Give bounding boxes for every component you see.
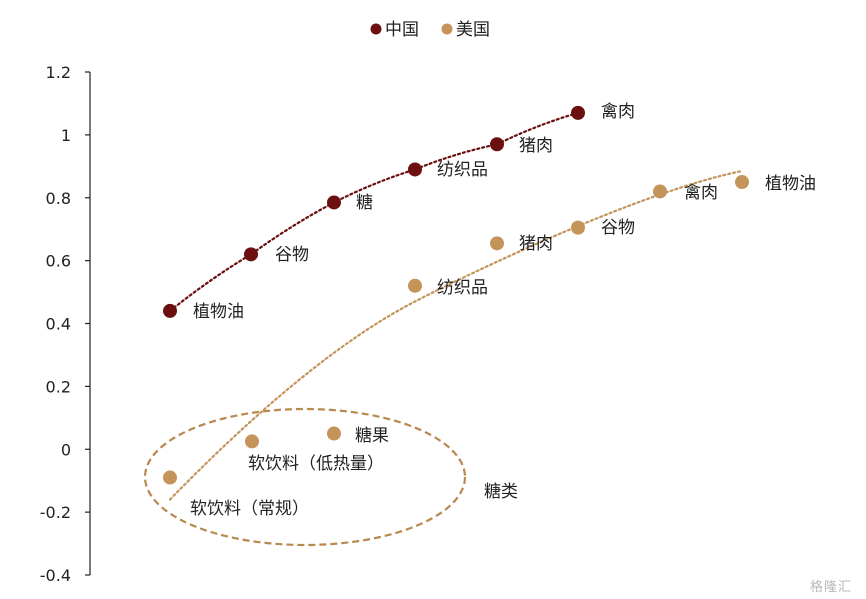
point-label: 软饮料（低热量） (248, 454, 384, 474)
data-point (653, 184, 667, 199)
data-point (571, 220, 585, 235)
y-axis: 1.2 1 0.8 0.6 0.4 0.2 0 -0.2 -0.4 (40, 63, 91, 585)
data-point (327, 195, 341, 210)
data-point (163, 303, 177, 318)
data-point (163, 470, 177, 485)
data-point (245, 434, 259, 449)
point-label: 猪肉 (519, 136, 553, 156)
legend-label-us: 美国 (456, 20, 490, 40)
point-label: 谷物 (601, 218, 635, 238)
y-tick-label: -0.4 (40, 566, 71, 585)
point-label: 纺织品 (437, 278, 488, 298)
point-label: 植物油 (193, 302, 244, 322)
y-tick-label: -0.2 (40, 503, 71, 522)
y-tick-label: 0.4 (46, 315, 71, 334)
legend-label-china: 中国 (385, 20, 419, 40)
legend-swatch-china (370, 23, 382, 35)
point-label: 植物油 (765, 174, 816, 194)
data-point (327, 426, 341, 441)
annotation-label: 糖类 (484, 482, 518, 502)
point-label: 糖 (356, 193, 373, 213)
point-label: 禽肉 (684, 183, 718, 203)
point-label: 软饮料（常规） (190, 499, 309, 519)
point-label: 糖果 (355, 426, 389, 446)
y-tick-label: 0.6 (46, 252, 71, 271)
watermark: 格隆汇 (809, 580, 852, 595)
annotations: 糖类 (143, 407, 518, 547)
data-point (490, 137, 504, 152)
point-label: 猪肉 (519, 234, 553, 254)
data-point (571, 105, 585, 120)
point-labels: 植物油谷物糖纺织品猪肉禽肉软饮料（常规）软饮料（低热量）糖果纺织品猪肉谷物禽肉植… (190, 102, 816, 519)
point-label: 纺织品 (437, 160, 488, 180)
data-points (163, 105, 749, 485)
sugar-group-ellipse (143, 407, 467, 547)
legend: 中国 美国 (370, 20, 490, 40)
data-point (244, 247, 258, 262)
y-tick-label: 1 (61, 126, 71, 145)
y-tick-label: 0.2 (46, 377, 71, 396)
data-point (490, 236, 504, 251)
y-tick-label: 1.2 (46, 63, 71, 82)
point-label: 禽肉 (601, 102, 635, 122)
data-point (408, 162, 422, 177)
legend-swatch-us (441, 23, 453, 35)
y-tick-label: 0 (61, 440, 71, 459)
trend-line-us (168, 169, 744, 501)
point-label: 谷物 (275, 245, 309, 265)
y-tick-label: 0.8 (46, 189, 71, 208)
data-point (408, 278, 422, 293)
data-point (735, 175, 749, 190)
trend-line-china (168, 111, 580, 313)
trend-lines (168, 111, 744, 501)
